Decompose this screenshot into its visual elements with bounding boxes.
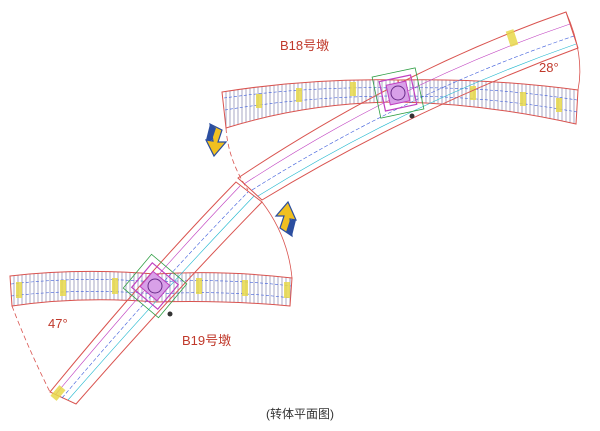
rotation-arc-b19	[261, 201, 293, 279]
b18-pier	[371, 67, 425, 119]
figure-caption: (转体平面图)	[266, 406, 334, 421]
b19-transverse-beam	[9, 270, 293, 307]
rotation-arc-b18	[565, 11, 581, 91]
rotation-arc-b18-left	[225, 127, 249, 191]
b19-pier	[122, 253, 188, 319]
angle-b18-label: 28°	[539, 60, 559, 75]
rotation-arrow-b18	[204, 122, 228, 158]
rotation-arc-b19-left	[11, 305, 51, 393]
pier-b19-label: B19号墩	[182, 333, 231, 348]
pier-b18-label: B18号墩	[280, 38, 329, 53]
angle-b19-label: 47°	[48, 316, 68, 331]
rotation-arrow-b19	[274, 200, 298, 238]
b18-transverse-beam	[221, 79, 579, 129]
